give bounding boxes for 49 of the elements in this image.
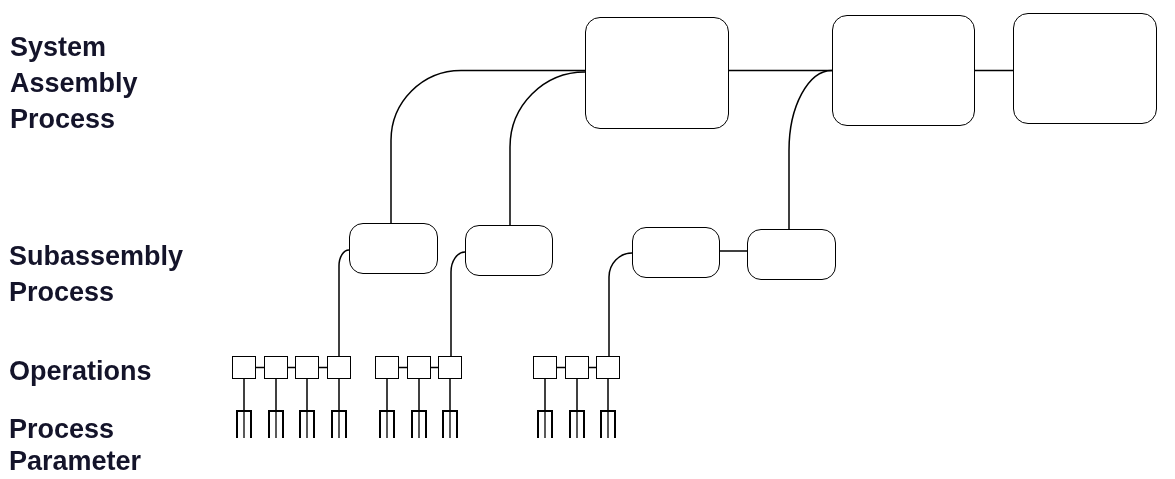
connector-line — [306, 378, 308, 411]
connector-line — [719, 250, 748, 252]
operation-box — [533, 356, 557, 379]
subassembly-box — [465, 225, 553, 276]
process-box — [1013, 13, 1157, 124]
connector-line — [338, 378, 340, 411]
fork-icon — [331, 410, 347, 438]
connector-line — [390, 69, 586, 224]
connector-line — [243, 378, 245, 411]
connector-line — [338, 249, 350, 357]
connector-line — [386, 378, 388, 411]
fork-icon — [600, 410, 616, 438]
subassembly-box — [747, 229, 836, 280]
fork-icon — [379, 410, 395, 438]
operation-box — [438, 356, 462, 379]
level-label: Operations — [9, 355, 152, 388]
subassembly-box — [632, 227, 720, 278]
operation-box — [596, 356, 620, 379]
connector-line — [576, 378, 578, 411]
fork-icon — [236, 410, 252, 438]
operation-box — [565, 356, 589, 379]
operation-box — [327, 356, 351, 379]
connector-line — [544, 378, 546, 411]
fork-icon — [299, 410, 315, 438]
connector-line — [788, 69, 833, 230]
fork-icon — [569, 410, 585, 438]
connector-line — [449, 378, 451, 411]
level-label: Subassembly Process — [9, 240, 184, 309]
connector-line — [509, 71, 586, 226]
connector-line — [608, 252, 633, 357]
operation-box — [264, 356, 288, 379]
operation-box — [375, 356, 399, 379]
level-label: Process Parameter — [9, 413, 142, 477]
connector-line — [418, 378, 420, 411]
process-box — [585, 17, 729, 129]
connector-line — [450, 251, 466, 357]
operation-box — [407, 356, 431, 379]
operation-box — [295, 356, 319, 379]
process-box — [832, 15, 975, 126]
level-label: System Assembly Process — [10, 31, 138, 136]
connector-line — [974, 69, 1014, 72]
fork-icon — [537, 410, 553, 438]
connector-line — [275, 378, 277, 411]
fork-icon — [442, 410, 458, 438]
fork-icon — [268, 410, 284, 438]
connector-line — [607, 378, 609, 411]
operation-box — [232, 356, 256, 379]
fork-icon — [411, 410, 427, 438]
subassembly-box — [349, 223, 438, 274]
